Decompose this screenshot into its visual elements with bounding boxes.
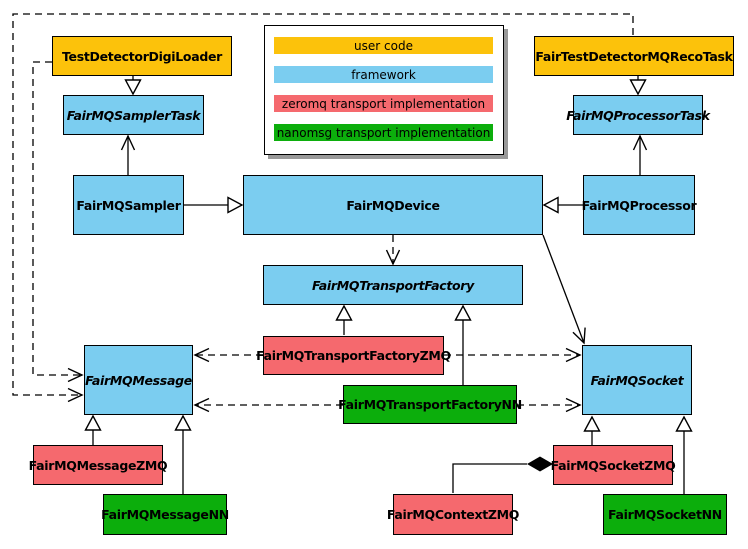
edge-association-device-socket [542,234,586,345]
class-box-fairmqsampler: FairMQSampler [73,175,184,235]
class-box-fairmqsocket: FairMQSocket [582,345,692,415]
class-box-fairmqsocketnn: FairMQSocketNN [603,494,727,535]
class-box-fairmqcontextzmq: FairMQContextZMQ [387,494,519,535]
legend-item-framework: framework [274,66,493,83]
class-box-fairmqprocessortask: FairMQProcessorTask [566,95,710,135]
class-box-fairmqprocessor: FairMQProcessor [582,175,697,235]
class-box-fairmqtransportfactoryzmq: FairMQTransportFactoryZMQ [256,336,451,375]
class-box-fairmqtransportfactory: FairMQTransportFactory [263,265,523,305]
class-box-fairmqdevice: FairMQDevice [243,175,543,235]
class-box-fairtestdetectormqrecotask: FairTestDetectorMQRecoTask [534,36,734,76]
class-box-fairmqmessagenn: FairMQMessageNN [101,494,229,535]
class-box-fairmqsocketzmq: FairMQSocketZMQ [551,445,676,485]
class-box-fairmqsamplertask: FairMQSamplerTask [63,95,204,135]
class-box-testdetectordigiloader: TestDetectorDigiLoader [52,36,232,76]
edge-composition-socketzmq-contextzmq [452,463,527,493]
legend-item-nanomsg: nanomsg transport implementation [274,124,493,141]
legend: user code framework zeromq transport imp… [264,25,504,155]
class-box-fairmqmessage: FairMQMessage [84,345,193,415]
edge-dependency-recotask-message [12,13,634,403]
composition-diamond-icon [527,456,553,472]
class-box-fairmqtransportfactorynn: FairMQTransportFactoryNN [338,385,522,424]
legend-item-zeromq: zeromq transport implementation [274,95,493,112]
legend-item-user-code: user code [274,37,493,54]
class-box-fairmqmessagezmq: FairMQMessageZMQ [29,445,168,485]
